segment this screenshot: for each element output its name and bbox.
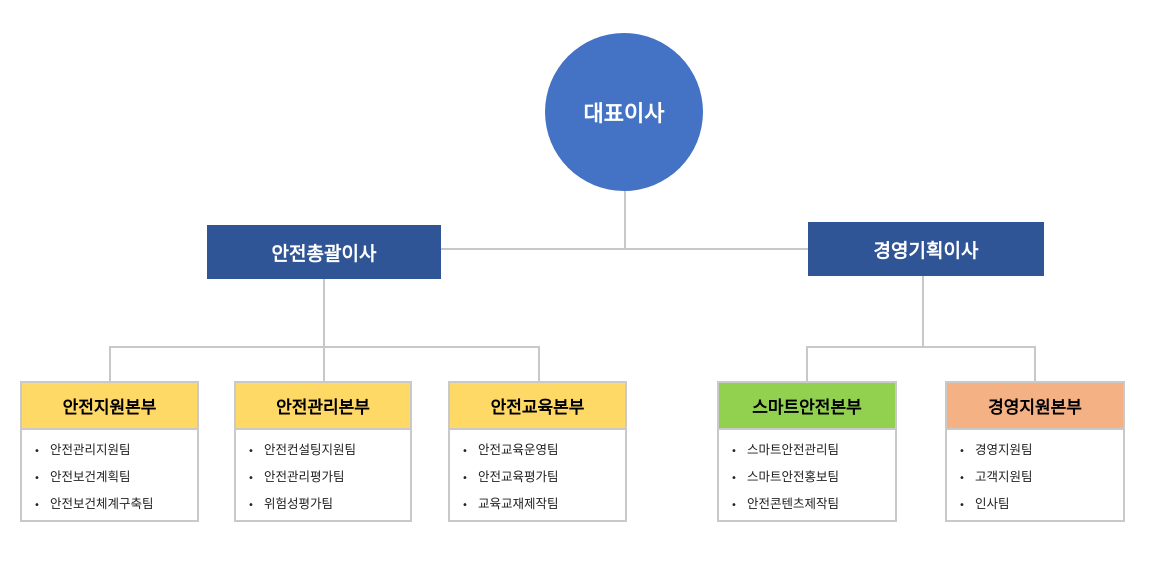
connector-right-down [922, 276, 924, 347]
bullet-icon: • [731, 446, 737, 457]
connector-directors [440, 248, 809, 250]
team-item: • 스마트안전홍보팀 [731, 464, 895, 491]
team-item: • 안전관리지원팀 [34, 437, 197, 464]
bullet-icon: • [248, 473, 254, 484]
dept-header: 스마트안전본부 [719, 383, 895, 430]
dept-header: 안전관리본부 [236, 383, 410, 430]
bullet-icon: • [731, 473, 737, 484]
bullet-icon: • [462, 500, 468, 511]
team-list: • 안전관리지원팀 • 안전보건계획팀 • 안전보건체계구축팀 [22, 430, 197, 518]
ceo-label: 대표이사 [583, 102, 665, 127]
team-label: 고객지원팀 [975, 469, 1033, 484]
team-item: • 안전콘텐츠제작팀 [731, 491, 895, 518]
team-item: • 안전교육운영팀 [462, 437, 625, 464]
team-item: • 교육교재제작팀 [462, 491, 625, 518]
team-item: • 안전교육평가팀 [462, 464, 625, 491]
team-item: • 안전컨설팅지원팀 [248, 437, 410, 464]
dept-header: 안전교육본부 [450, 383, 625, 430]
team-item: • 안전관리평가팀 [248, 464, 410, 491]
team-item: • 인사팀 [959, 491, 1123, 518]
team-item: • 안전보건체계구축팀 [34, 491, 197, 518]
team-label: 스마트안전관리팀 [747, 442, 840, 457]
director-management: 경영기획이사 [808, 222, 1044, 276]
bullet-icon: • [248, 500, 254, 511]
team-label: 안전관리지원팀 [50, 442, 131, 457]
team-item: • 고객지원팀 [959, 464, 1123, 491]
dept-safety-education: 안전교육본부 • 안전교육운영팀 • 안전교육평가팀 • 교육교재제작팀 [448, 381, 627, 522]
dept-management-support: 경영지원본부 • 경영지원팀 • 고객지원팀 • 인사팀 [945, 381, 1125, 522]
connector-dept4 [806, 346, 808, 382]
team-label: 안전교육평가팀 [478, 469, 559, 484]
team-item: • 스마트안전관리팀 [731, 437, 895, 464]
team-label: 경영지원팀 [975, 442, 1033, 457]
team-label: 교육교재제작팀 [478, 496, 559, 511]
director-management-label: 경영기획이사 [873, 239, 979, 262]
bullet-icon: • [959, 500, 965, 511]
team-list: • 스마트안전관리팀 • 스마트안전홍보팀 • 안전콘텐츠제작팀 [719, 430, 895, 518]
team-label: 인사팀 [975, 496, 1010, 511]
team-item: • 위험성평가팀 [248, 491, 410, 518]
team-label: 안전보건체계구축팀 [50, 496, 154, 511]
bullet-icon: • [959, 473, 965, 484]
connector-ceo-down [624, 191, 626, 249]
team-label: 스마트안전홍보팀 [747, 469, 840, 484]
bullet-icon: • [34, 473, 40, 484]
connector-dept1 [109, 346, 111, 382]
dept-smart-safety: 스마트안전본부 • 스마트안전관리팀 • 스마트안전홍보팀 • 안전콘텐츠제작팀 [717, 381, 897, 522]
bullet-icon: • [462, 473, 468, 484]
team-item: • 안전보건계획팀 [34, 464, 197, 491]
team-label: 위험성평가팀 [264, 496, 334, 511]
team-label: 안전관리평가팀 [264, 469, 345, 484]
team-label: 안전보건계획팀 [50, 469, 131, 484]
connector-dept3 [538, 346, 540, 382]
team-label: 안전교육운영팀 [478, 442, 559, 457]
connector-right-branch [806, 346, 1036, 348]
bullet-icon: • [34, 446, 40, 457]
connector-dept2 [323, 346, 325, 382]
team-label: 안전컨설팅지원팀 [264, 442, 357, 457]
bullet-icon: • [462, 446, 468, 457]
connector-dept5 [1034, 346, 1036, 382]
team-label: 안전콘텐츠제작팀 [747, 496, 840, 511]
ceo-node: 대표이사 [545, 33, 703, 191]
dept-safety-support: 안전지원본부 • 안전관리지원팀 • 안전보건계획팀 • 안전보건체계구축팀 [20, 381, 199, 522]
connector-left-down [323, 278, 325, 347]
dept-header: 안전지원본부 [22, 383, 197, 430]
team-list: • 경영지원팀 • 고객지원팀 • 인사팀 [947, 430, 1123, 518]
team-item: • 경영지원팀 [959, 437, 1123, 464]
dept-safety-management: 안전관리본부 • 안전컨설팅지원팀 • 안전관리평가팀 • 위험성평가팀 [234, 381, 412, 522]
team-list: • 안전컨설팅지원팀 • 안전관리평가팀 • 위험성평가팀 [236, 430, 410, 518]
bullet-icon: • [34, 500, 40, 511]
dept-header: 경영지원본부 [947, 383, 1123, 430]
bullet-icon: • [959, 446, 965, 457]
bullet-icon: • [731, 500, 737, 511]
team-list: • 안전교육운영팀 • 안전교육평가팀 • 교육교재제작팀 [450, 430, 625, 518]
bullet-icon: • [248, 446, 254, 457]
director-safety-label: 안전총괄이사 [271, 242, 377, 265]
director-safety: 안전총괄이사 [207, 225, 441, 279]
